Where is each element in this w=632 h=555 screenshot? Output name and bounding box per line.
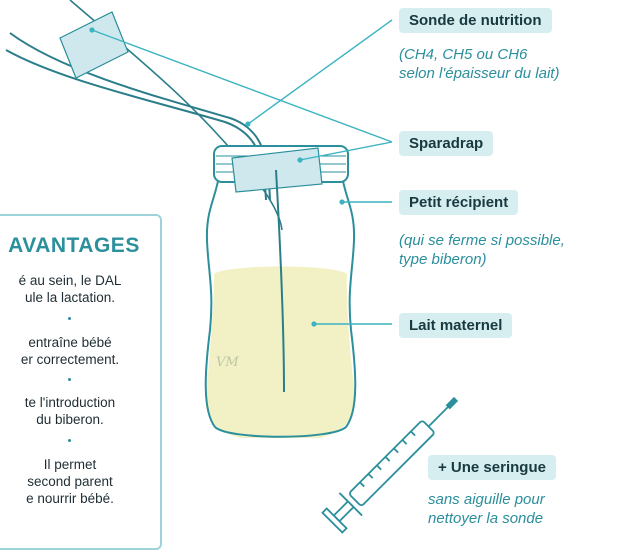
label-seringue: + Une seringue [428, 455, 556, 480]
label-sonde-sub-1: (CH4, CH5 ou CH6 [399, 46, 528, 63]
leader-dots [89, 27, 345, 327]
label-recipient: Petit récipient [399, 190, 519, 215]
label-recipient-sub-1: (qui se ferme si possible, [399, 232, 565, 249]
advantage-item: é au sein, le DAL ule la lactation. [18, 273, 122, 305]
syringe-icon [321, 396, 459, 534]
label-seringue-sub-1: sans aiguille pour [428, 491, 545, 508]
separator-dot [68, 378, 71, 381]
label-sonde-sub-2: selon l'épaisseur du lait) [399, 65, 560, 82]
bottle-outline [204, 175, 357, 438]
label-sparadrap: Sparadrap [399, 131, 494, 156]
leader-lines [91, 19, 393, 325]
milk-fill [205, 266, 356, 438]
separator-dot [68, 439, 71, 442]
watermark-logo: VM [216, 355, 239, 370]
advantage-item: entraîne bébé er correctement. [20, 335, 120, 367]
label-seringue-sub-2: nettoyer la sonde [428, 510, 544, 527]
advantages-title: AVANTAGES [8, 234, 140, 257]
tape-top-left [59, 11, 129, 79]
label-sonde: Sonde de nutrition [399, 8, 552, 33]
tube-inside [275, 169, 285, 393]
separator-dot [68, 317, 71, 320]
label-lait: Lait maternel [399, 313, 513, 338]
advantages-panel: AVANTAGES é au sein, le DAL ule la lacta… [0, 214, 162, 550]
advantage-item: Il permet second parent e nourrir bébé. [26, 457, 114, 506]
label-recipient-sub-2: type biberon) [399, 251, 487, 268]
advantage-item: te l'introduction du biberon. [24, 395, 116, 427]
